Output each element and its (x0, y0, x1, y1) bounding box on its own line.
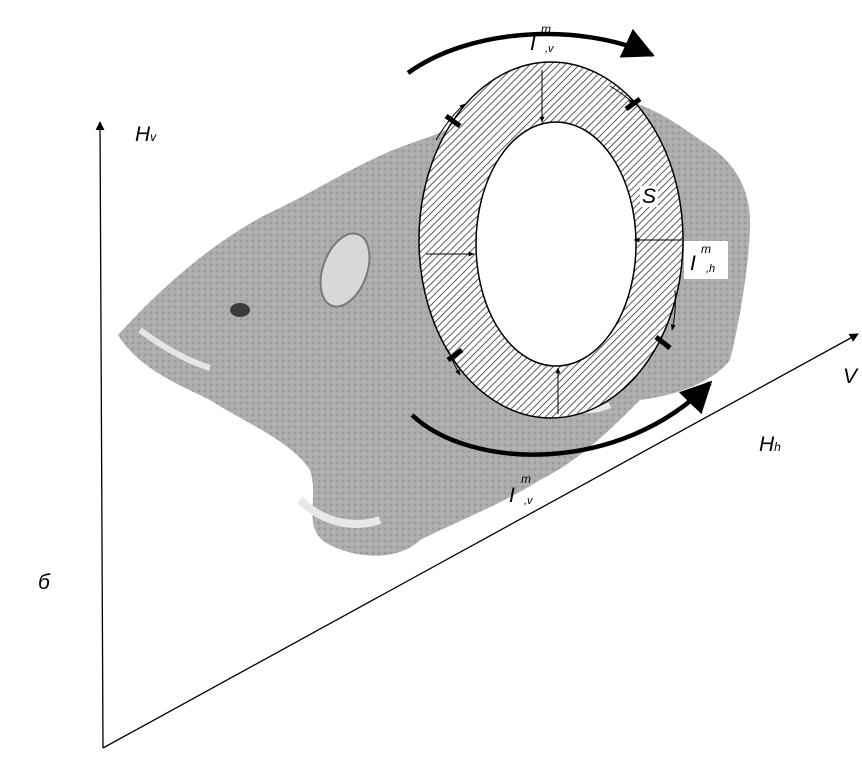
rat-paw (297, 497, 382, 528)
ring-tick-tl (444, 113, 462, 129)
current-top-sub: ,v (545, 43, 554, 55)
rat-eye (230, 303, 250, 317)
current-right-sup: m (701, 242, 711, 256)
axis-diagonal-label: V (843, 365, 858, 388)
current-right-sub: ,h (706, 263, 716, 275)
ring-tick-tr (624, 96, 642, 112)
ring-tick-br (654, 335, 672, 350)
current-right-main: I (690, 252, 696, 275)
ring-flow-arrows (435, 85, 676, 376)
rat-ear (319, 232, 371, 308)
axis-horizontal-label: Hh (759, 433, 781, 456)
ring-arrow-bl (447, 349, 461, 376)
current-bottom-sup: m (521, 472, 531, 486)
ring-arrow-r (670, 289, 676, 331)
current-bottom-main: I (509, 484, 515, 507)
curved-arrow-bottom (410, 380, 713, 457)
curved-current-arrows (406, 28, 713, 457)
axis-vertical-line (95, 121, 105, 749)
current-top-sup: m (541, 22, 551, 36)
ring-inner (475, 121, 637, 367)
current-bottom-sub: ,v (524, 495, 533, 507)
surface-label: S (640, 185, 659, 208)
axis-diagonal-line (102, 333, 859, 749)
conductor-ring (418, 61, 684, 419)
rat-snout (138, 327, 211, 371)
panel-letter: б (38, 571, 50, 594)
axes (95, 121, 859, 749)
axis-vertical-label: Hv (135, 123, 157, 146)
current-label-right: I m ,h (684, 241, 728, 279)
curved-arrow-top (406, 28, 655, 75)
current-top-main: I (530, 32, 536, 55)
ring-tick-bl (446, 347, 464, 363)
inward-arrows (426, 70, 682, 414)
